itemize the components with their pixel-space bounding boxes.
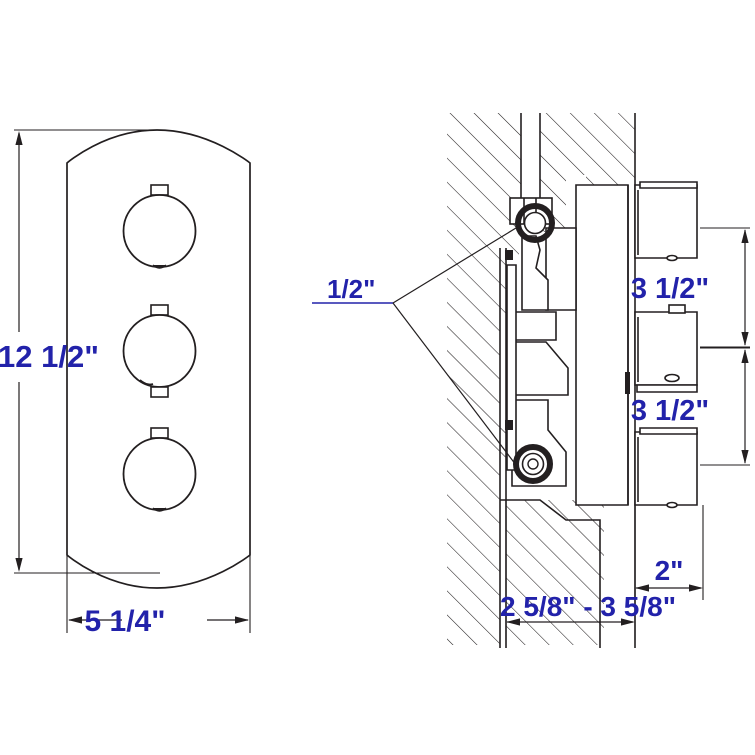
- top-handle[interactable]: [634, 181, 698, 262]
- lower-wall-profile: [500, 499, 601, 648]
- projection-arrow-right-icon: [689, 584, 703, 592]
- height-dimension: 12 1/2": [0, 129, 160, 574]
- valve-mid-port: [511, 311, 557, 341]
- upper-oring: [515, 203, 555, 243]
- bottom-knob-index-mark-icon: [152, 507, 167, 512]
- bottom-knob[interactable]: [122, 427, 197, 512]
- oring-group: [505, 203, 555, 484]
- valve-body-upper-step: [545, 227, 577, 311]
- handles-group: [634, 181, 698, 509]
- height-dimension-label: 12 1/2": [0, 339, 99, 374]
- bottom-knob-tab-icon: [150, 427, 169, 439]
- lower-oring-inner: [527, 458, 539, 470]
- lower-oring: [513, 444, 553, 484]
- bottom-handle-screw-icon: [666, 501, 678, 509]
- top-handle-screw-icon: [666, 254, 678, 262]
- upper-oring-outer: [515, 203, 555, 243]
- upper-spacing-dimension: 3 1/2": [631, 227, 750, 348]
- width-dim-arrow-left-icon: [68, 616, 82, 624]
- height-dim-arrow-bottom-icon: [15, 558, 23, 572]
- top-knob-tab-icon: [150, 184, 169, 196]
- middle-knob-index-mark-icon: [139, 379, 154, 386]
- top-handle-body: [634, 184, 698, 259]
- middle-knob-body: [122, 314, 197, 388]
- top-handle-cap: [639, 181, 698, 189]
- middle-knob-bottom-tab-icon: [150, 386, 169, 398]
- rough-in-label: 2 5/8" - 3 5/8": [500, 591, 676, 622]
- wall-hatch-lower: [506, 500, 604, 645]
- inlet-leader-to-upper-oring: [392, 227, 517, 304]
- top-knob-index-mark-icon: [152, 264, 167, 269]
- front-elevation-view: 12 1/2" 5 1/4": [0, 129, 251, 638]
- cartridge-plate: [506, 264, 517, 471]
- upper-spacing-arrow-top-icon: [741, 229, 749, 243]
- middle-handle-base: [636, 384, 698, 393]
- upper-spacing-arrow-bottom-icon: [741, 332, 749, 346]
- middle-knob[interactable]: [122, 304, 197, 398]
- middle-handle-top-tab-icon: [668, 304, 686, 314]
- rough-in-dimension: 2 5/8" - 3 5/8": [500, 500, 676, 640]
- lower-spacing-arrow-top-icon: [741, 349, 749, 363]
- middle-handle[interactable]: [634, 304, 698, 393]
- lower-spacing-label: 3 1/2": [631, 395, 709, 427]
- middle-handle-body: [634, 311, 698, 386]
- rough-in-arrow-left-icon: [506, 618, 520, 626]
- inlet-dimension-label: 1/2": [327, 274, 375, 304]
- width-dim-arrow-right-icon: [235, 616, 249, 624]
- middle-handle-screw-icon: [664, 373, 680, 383]
- lower-spacing-arrow-bottom-icon: [741, 450, 749, 464]
- inlet-callout: 1/2": [312, 227, 517, 466]
- width-dimension: 5 1/4": [66, 552, 251, 638]
- bottom-handle-body: [634, 431, 698, 506]
- bottom-handle-cap: [639, 427, 698, 435]
- height-dim-arrow-top-icon: [15, 131, 23, 145]
- wall-section-view: 1/2" 3 1/2" 3 1/2" 2": [312, 113, 750, 648]
- inlet-leader-to-lower-oring: [392, 302, 517, 466]
- lower-fixing-block-icon: [505, 420, 513, 430]
- projection-arrow-left-icon: [635, 584, 649, 592]
- upper-spacing-label: 3 1/2": [631, 273, 709, 305]
- top-knob-body: [122, 194, 197, 268]
- projection-label: 2": [655, 555, 684, 586]
- middle-knob-top-tab-icon: [150, 304, 169, 316]
- bottom-knob-body: [122, 437, 197, 511]
- bottom-handle[interactable]: [634, 427, 698, 509]
- wall-hatch-left: [447, 330, 506, 645]
- lower-spacing-dimension: 3 1/2": [631, 347, 750, 466]
- lower-oring-outer: [513, 444, 553, 484]
- top-knob[interactable]: [122, 184, 197, 269]
- rough-in-arrow-right-icon: [621, 618, 635, 626]
- upper-fixing-block-icon: [505, 250, 513, 260]
- width-dimension-label: 5 1/4": [85, 605, 166, 638]
- upper-oring-bore: [523, 211, 547, 235]
- valve-body-main: [575, 184, 629, 506]
- valve-keyway-icon: [625, 372, 630, 394]
